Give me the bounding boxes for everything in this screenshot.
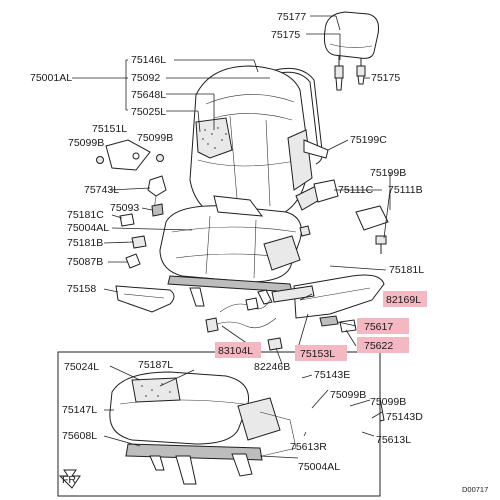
label-75608L: 75608L: [62, 430, 97, 442]
label-75187L: 75187L: [138, 359, 173, 371]
label-75099B-c: 75099B: [330, 389, 366, 401]
part-labels: 75177 75175 75175 75146L 75001AL 75092 7…: [30, 11, 488, 494]
cap-75087B: [125, 253, 141, 269]
label-75099B-d: 75099B: [370, 396, 406, 408]
label-75151L: 75151L: [92, 123, 127, 135]
label-75092: 75092: [131, 72, 160, 84]
label-75181L: 75181L: [389, 264, 424, 276]
label-75175-right: 75175: [371, 72, 400, 84]
label-83104L: 83104L: [218, 345, 253, 357]
label-75111B: 75111B: [388, 184, 423, 196]
headrest-guide-right: [356, 65, 366, 85]
label-75622: 75622: [364, 340, 393, 352]
label-75199C: 75199C: [350, 134, 387, 146]
side-bracket: [105, 139, 151, 171]
headrest: [323, 11, 379, 80]
label-75153L: 75153L: [300, 348, 335, 360]
label-75025L: 75025L: [131, 106, 166, 118]
detail-inset: [57, 351, 381, 497]
label-82169L: 82169L: [386, 294, 421, 306]
bracket-75111B: [355, 205, 389, 231]
seat-back-assembly: [189, 65, 329, 223]
label-75177: 75177: [277, 11, 306, 23]
label-75158: 75158: [67, 283, 96, 295]
label-75004AL-bottom: 75004AL: [298, 461, 340, 473]
label-82246B: 82246B: [254, 361, 290, 373]
label-75024L: 75024L: [64, 361, 99, 373]
label-75147L: 75147L: [62, 404, 97, 416]
side-shield-75158: [115, 285, 175, 313]
label-75199B: 75199B: [370, 167, 406, 179]
label-75001AL: 75001AL: [30, 72, 72, 84]
label-diagram-code: D00717: [462, 485, 488, 494]
headrest-guide-left: [334, 65, 344, 91]
label-75093: 75093: [110, 202, 139, 214]
bolt-75199C: [299, 225, 311, 237]
label-75099B-b: 75099B: [68, 137, 104, 149]
label-75087B: 75087B: [67, 256, 103, 268]
label-fr: FR: [62, 474, 76, 486]
highlight-boxes: [215, 291, 427, 361]
leader-lines: [72, 15, 391, 459]
connector-82246B: [267, 337, 283, 351]
bolt-75199B: [375, 235, 387, 254]
label-75004AL-top: 75004AL: [67, 222, 109, 234]
label-75613L: 75613L: [376, 434, 411, 446]
label-75099B-a: 75099B: [137, 132, 173, 144]
label-75175-top: 75175: [271, 29, 300, 41]
label-75648L: 75648L: [131, 89, 166, 101]
label-75146L: 75146L: [131, 54, 166, 66]
cap-75181C: [119, 213, 135, 227]
seat-cushion-assembly: [159, 195, 302, 307]
switch-panel: [271, 285, 357, 333]
label-75111C: 75111C: [338, 184, 374, 196]
label-75143E: 75143E: [314, 369, 350, 381]
clip-75093: [151, 203, 164, 217]
label-75181C: 75181C: [67, 209, 104, 221]
cup-75111C: [313, 179, 339, 203]
wiring-harness: [205, 297, 277, 333]
screw-left-b: [156, 154, 164, 162]
side-shield-right: [293, 274, 385, 319]
label-75181B: 75181B: [67, 237, 103, 249]
label-75617: 75617: [364, 321, 393, 333]
label-75613R: 75613R: [290, 441, 327, 453]
label-75743L: 75743L: [84, 184, 119, 196]
cap-75181B: [131, 235, 147, 249]
screw-left-a: [96, 156, 104, 164]
label-75143D: 75143D: [386, 411, 423, 423]
front-arrow: [58, 469, 81, 489]
